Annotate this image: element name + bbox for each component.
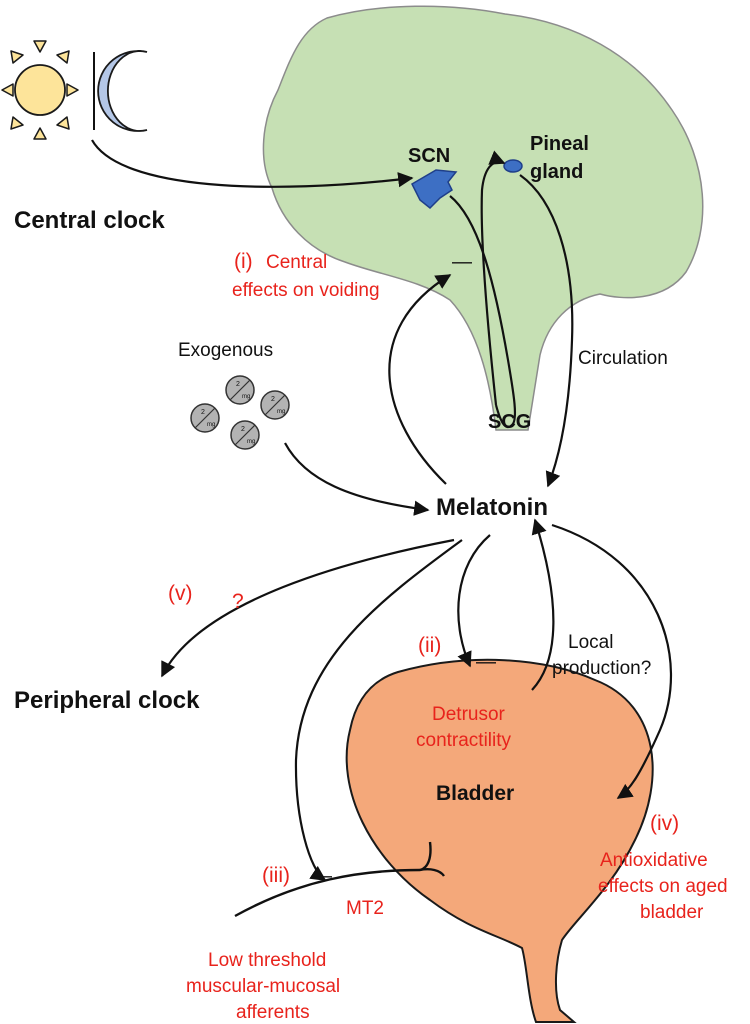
exogenous-to-melatonin-arrow <box>284 442 430 516</box>
pill-icon: 2 mg <box>225 375 255 405</box>
melatonin-to-detrusor-arrow <box>457 534 491 668</box>
effect-iv-marker: (iv) <box>650 812 679 835</box>
svg-text:2: 2 <box>201 409 205 416</box>
afferent-label-line2: muscular-mucosal <box>186 976 340 997</box>
effect-i-marker: (i) <box>234 250 253 273</box>
svg-text:mg: mg <box>277 409 285 415</box>
pineal-gland-label-line1: Pineal <box>530 133 589 155</box>
afferent-label-line1: Low threshold <box>208 950 326 971</box>
brain-shape <box>262 5 704 431</box>
scg-to-pineal-arrow <box>480 150 506 406</box>
peripheral-clock-label: Peripheral clock <box>14 687 200 714</box>
svg-text:2: 2 <box>271 396 275 403</box>
light-input-arrow <box>91 139 414 188</box>
inhibit-sign-detrusor: — <box>476 651 496 673</box>
scn-to-scg-path <box>449 195 517 429</box>
afferent-nerve-branch <box>419 868 445 877</box>
melatonin-to-afferent-arrow <box>294 539 463 881</box>
exogenous-label: Exogenous <box>178 340 273 361</box>
svg-text:2: 2 <box>236 381 240 388</box>
scn-label: SCN <box>408 145 450 167</box>
pill-icon: 2 mg <box>190 403 220 433</box>
melatonin-to-brain-arrow <box>388 274 452 485</box>
exogenous-pills: 2 mg 2 mg 2 mg 2 mg <box>190 375 290 450</box>
inhibit-sign-afferent: — <box>312 865 332 887</box>
effect-i-line2: effects on voiding <box>232 280 380 301</box>
afferent-nerve <box>234 841 432 918</box>
mt2-label: MT2 <box>346 898 384 919</box>
effect-i-line1: Central <box>266 252 327 273</box>
pill-icon: 2 mg <box>260 390 290 420</box>
sun-icon <box>1 40 79 140</box>
bladder-shape <box>345 658 654 1023</box>
effect-iv-line1: Antioxidative <box>600 850 708 871</box>
pill-icon: 2 mg <box>230 420 260 450</box>
detrusor-label-line1: Detrusor <box>432 704 506 725</box>
local-production-label-line2: production? <box>552 658 651 679</box>
effect-v-question: ? <box>232 590 244 613</box>
local-production-label-line1: Local <box>568 632 613 653</box>
melatonin-label: Melatonin <box>436 494 548 521</box>
effect-v-marker: (v) <box>168 582 193 605</box>
svg-text:mg: mg <box>207 422 215 428</box>
pineal-gland-shape <box>503 159 523 173</box>
effect-iii-marker: (iii) <box>262 864 290 887</box>
moon-icon <box>97 50 148 132</box>
pineal-gland-label-line2: gland <box>530 161 583 183</box>
circulation-label: Circulation <box>578 348 668 369</box>
svg-text:2: 2 <box>241 426 245 433</box>
scn-nucleus <box>411 169 458 210</box>
scg-label: SCG <box>488 411 531 433</box>
effect-iv-line3: bladder <box>640 902 704 923</box>
afferent-label-line3: afferents <box>236 1002 310 1023</box>
detrusor-label-line2: contractility <box>416 730 512 751</box>
melatonin-to-peripheral-arrow <box>161 538 455 678</box>
bladder-label: Bladder <box>436 782 514 805</box>
circulation-arrow <box>519 174 574 488</box>
svg-text:mg: mg <box>247 439 255 445</box>
svg-text:mg: mg <box>242 394 250 400</box>
local-production-arrow <box>531 518 555 691</box>
central-clock-label: Central clock <box>14 207 165 234</box>
effect-iv-line2: effects on aged <box>598 876 728 897</box>
effect-ii-marker: (ii) <box>418 634 441 657</box>
melatonin-to-aged-bladder-arrow <box>551 523 673 799</box>
inhibit-sign-central: — <box>452 251 472 273</box>
